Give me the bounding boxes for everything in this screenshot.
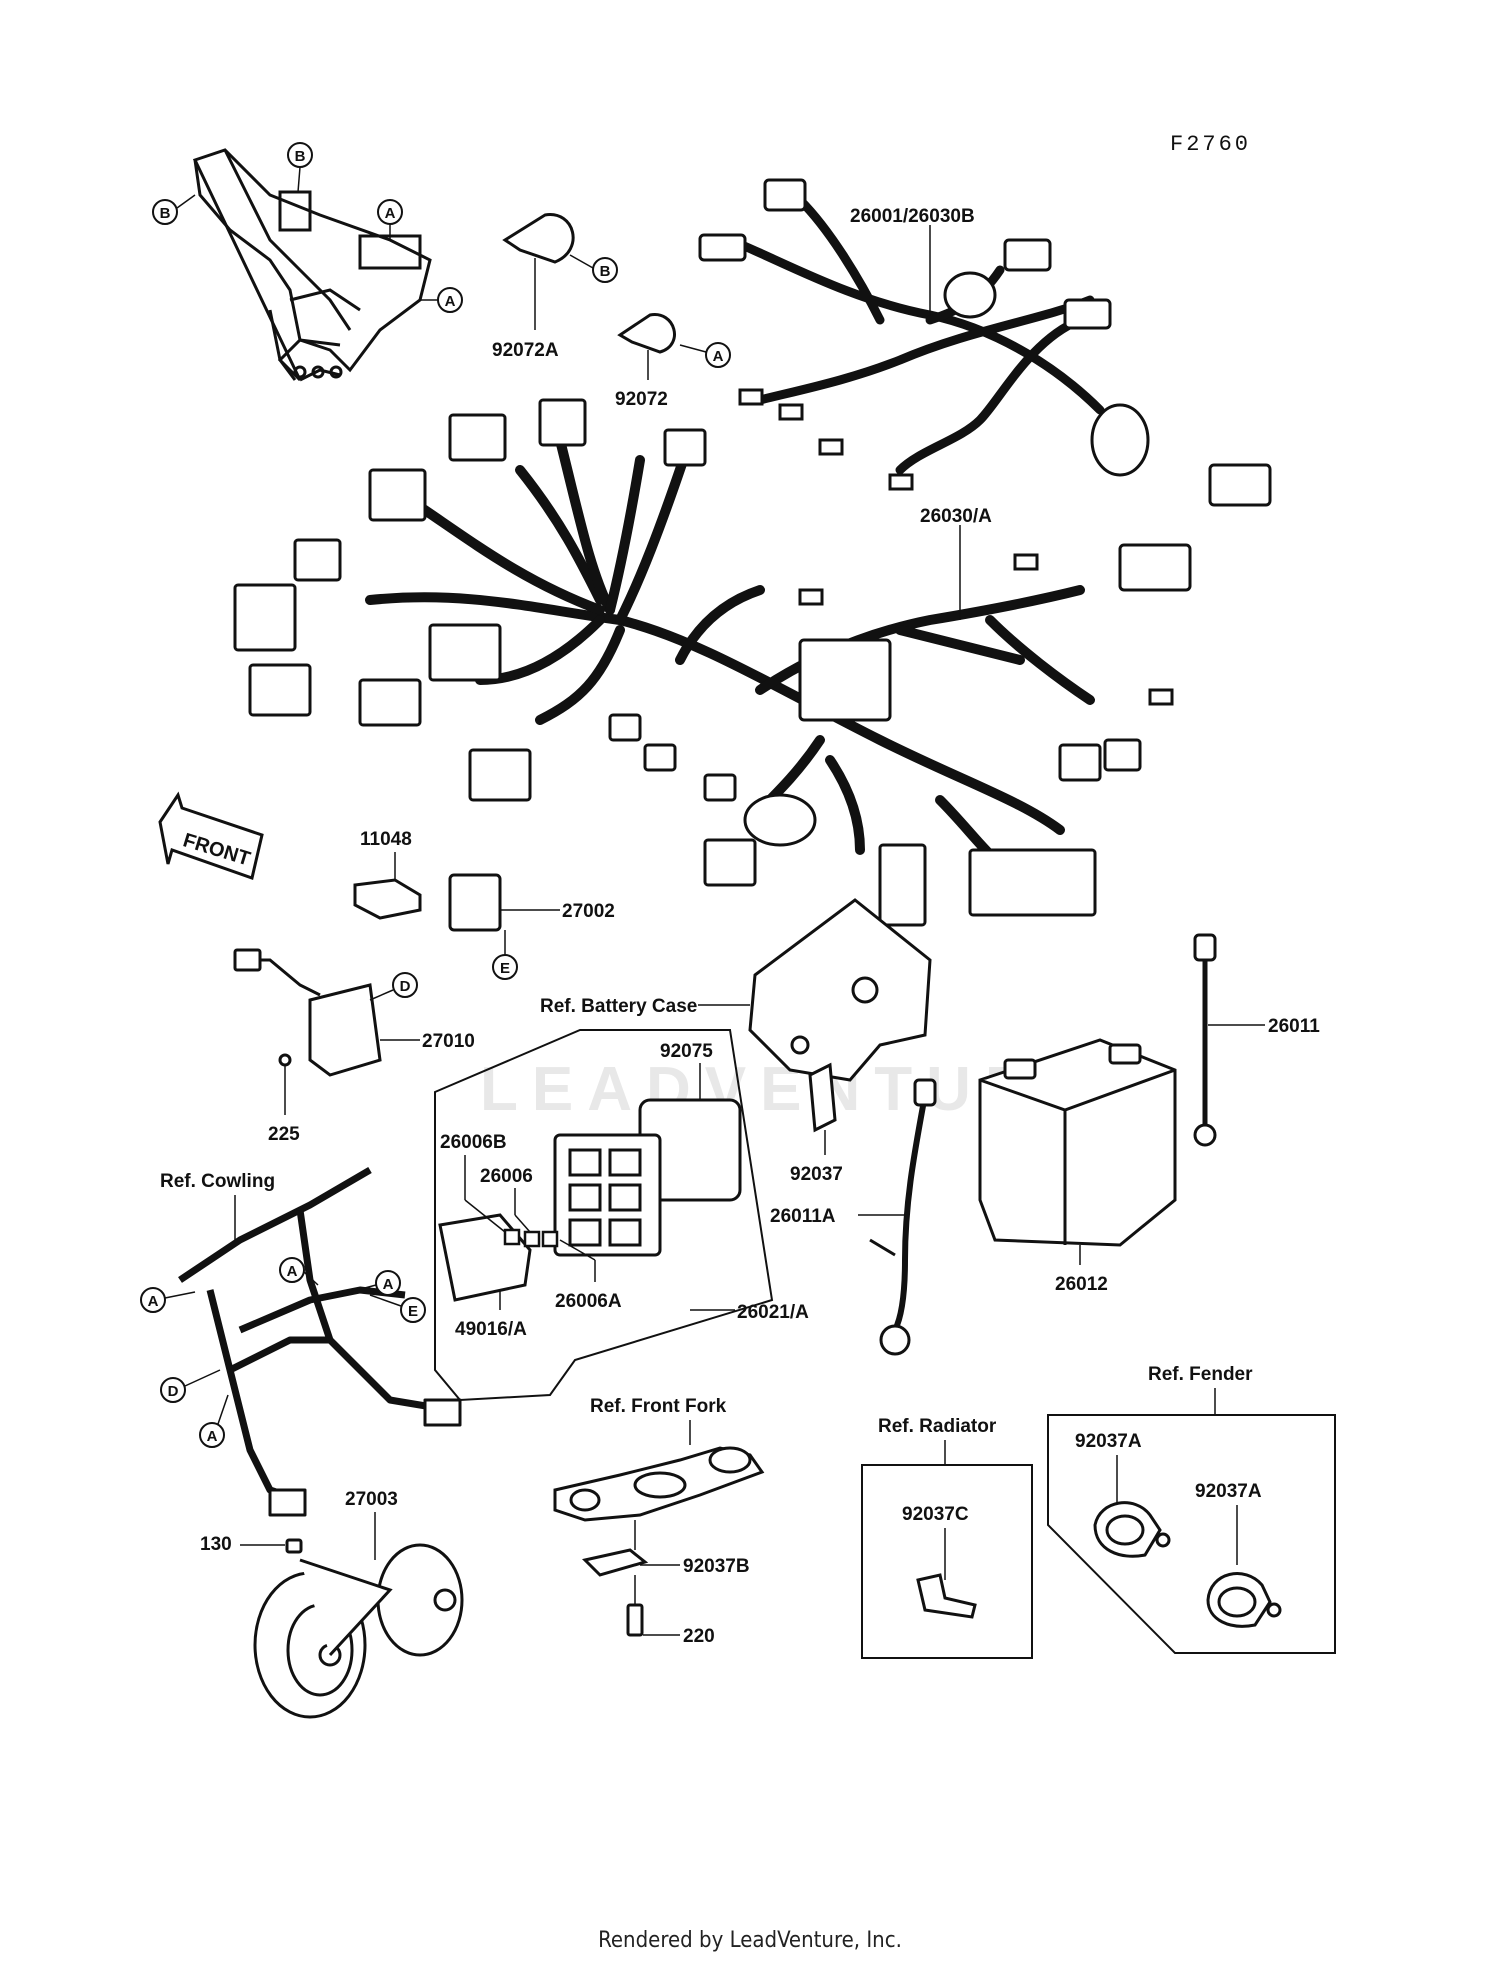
svg-text:B: B (600, 263, 611, 280)
part-label-92075: 92075 (660, 1041, 713, 1062)
svg-text:B: B (295, 148, 306, 165)
fuses (503, 1228, 559, 1248)
part-label-92072: 92072 (615, 389, 668, 410)
clamp-92072a (502, 213, 575, 330)
part-label-92037c: 92037C (902, 1504, 969, 1525)
svg-text:D: D (400, 978, 411, 995)
cowling-stay (178, 1166, 462, 1517)
part-label-130: 130 (200, 1534, 232, 1555)
part-label-92037: 92037 (790, 1164, 843, 1185)
part-label-26011: 26011 (1268, 1016, 1320, 1037)
main-wiring-harness (365, 435, 1095, 875)
part-label-27003: 27003 (345, 1489, 398, 1510)
fuse-box-26021a (553, 1133, 662, 1257)
callout-a-6: A (349, 1270, 401, 1296)
relay-27002 (448, 873, 560, 932)
svg-text:A: A (287, 1263, 298, 1280)
ref-radiator: Ref. Radiator (878, 1416, 997, 1437)
bracket-11048 (353, 878, 422, 920)
part-label-26011a: 26011A (770, 1206, 836, 1227)
svg-text:E: E (408, 1303, 418, 1320)
svg-text:A: A (148, 1293, 159, 1310)
part-label-92037a-2: 92037A (1195, 1481, 1262, 1502)
part-label-49016a: 49016/A (455, 1319, 527, 1340)
callout-d-1: D (369, 972, 418, 1001)
callout-a-7: A (199, 1394, 229, 1448)
main-harness-connectors (233, 398, 1174, 927)
bolt-220 (626, 1575, 680, 1637)
clip-92037c (916, 1573, 977, 1619)
ref-cowling: Ref. Cowling (160, 1171, 275, 1192)
svg-text:D: D (168, 1383, 179, 1400)
callout-a-1: A (377, 199, 403, 240)
part-label-92037a-1: 92037A (1075, 1431, 1142, 1452)
svg-text:A: A (445, 293, 456, 310)
part-label-26012: 26012 (1055, 1274, 1108, 1295)
callout-e-2: E (369, 1294, 426, 1323)
callout-a-3: A (679, 342, 731, 368)
diagram-code: F2760 (1170, 132, 1251, 157)
part-label-27002: 27002 (562, 901, 615, 922)
callout-e-1: E (492, 930, 518, 980)
front-arrow: FRONT (158, 791, 264, 880)
part-label-11048: 11048 (360, 829, 412, 850)
callout-b-1: B (287, 142, 313, 193)
part-label-92072a: 92072A (492, 340, 559, 361)
callout-a-2: A (420, 287, 463, 313)
part-label-26006b: 26006B (440, 1132, 507, 1153)
svg-text:A: A (207, 1428, 218, 1445)
callout-a-5: A (279, 1257, 319, 1286)
clip-92037b (582, 1548, 680, 1577)
battery-cable-26011 (1193, 933, 1265, 1147)
clip-92037a-2 (1206, 1572, 1282, 1628)
part-label-225: 225 (268, 1124, 300, 1145)
battery-lead-26011a (869, 1078, 937, 1356)
part-label-26006a: 26006A (555, 1291, 622, 1312)
svg-text:A: A (383, 1276, 394, 1293)
svg-text:A: A (385, 205, 396, 222)
svg-text:B: B (160, 205, 171, 222)
callout-a-4: A (140, 1287, 196, 1313)
callout-d-2: D (160, 1369, 221, 1403)
ref-fender: Ref. Fender (1148, 1364, 1253, 1385)
fuse-group-outline (434, 1029, 774, 1402)
part-label-92037b: 92037B (683, 1556, 750, 1577)
part-label-26006: 26006 (480, 1166, 533, 1187)
fender-group-outline (1047, 1414, 1336, 1654)
fuse-cover-49016a (438, 1213, 532, 1302)
part-label-26001-26030b: 26001/26030B (850, 206, 975, 227)
clamp-92072 (617, 313, 676, 380)
callout-b-3: B (569, 254, 618, 283)
footer-credit: Rendered by LeadVenture, Inc. (598, 1928, 902, 1953)
battery-26012 (978, 1038, 1177, 1265)
radiator-group-box (861, 1464, 1033, 1659)
upper-harness-connectors (698, 178, 1272, 592)
part-label-26030a: 26030/A (920, 506, 992, 527)
ref-front-fork: Ref. Front Fork (590, 1396, 727, 1417)
clip-92037a-1 (1093, 1501, 1171, 1558)
horn-27003 (253, 1538, 464, 1719)
front-fork-bracket (553, 1446, 765, 1550)
frame-illustration (192, 148, 432, 382)
part-label-26021a: 26021/A (737, 1302, 809, 1323)
battery-case-bracket (748, 898, 932, 1155)
ref-battery-case: Ref. Battery Case (540, 996, 697, 1017)
svg-text:E: E (500, 960, 510, 977)
svg-text:A: A (713, 348, 724, 365)
part-label-220: 220 (683, 1626, 715, 1647)
callout-b-2: B (152, 194, 196, 225)
module-27010 (233, 948, 420, 1115)
part-label-27010: 27010 (422, 1031, 475, 1052)
